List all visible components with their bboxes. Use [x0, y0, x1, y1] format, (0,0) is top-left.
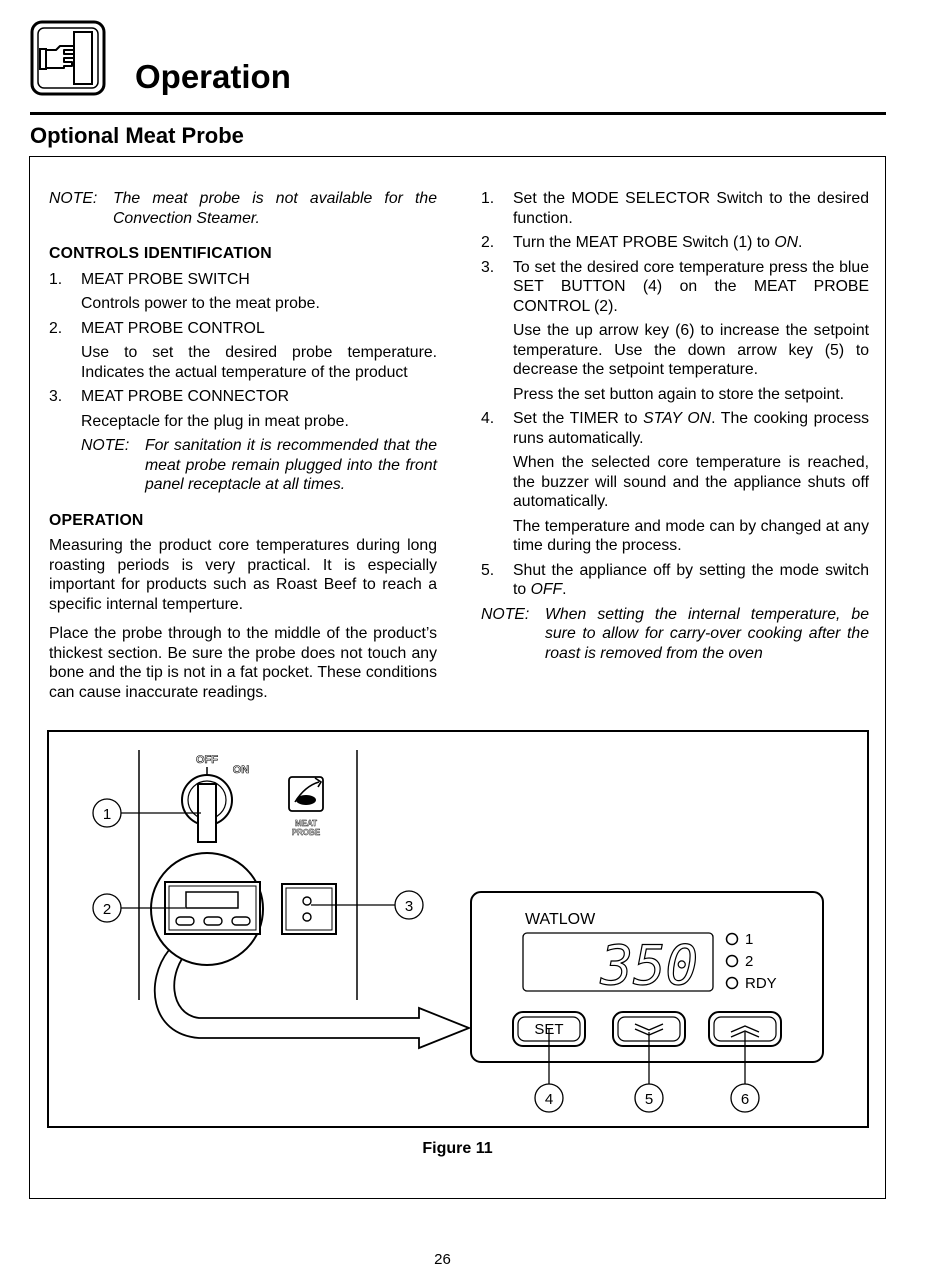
note-carryover: NOTE: When setting the internal temperat…	[481, 605, 869, 664]
step-detail: The temperature and mode can by changed …	[513, 517, 869, 555]
svg-text:OFF: OFF	[196, 754, 218, 766]
up-arrow-icon	[730, 1025, 760, 1038]
step-item: 3. To set the desired core temperature p…	[481, 258, 869, 315]
note-text: For sanitation it is recommended that th…	[145, 437, 437, 493]
callout-5: 5	[634, 1032, 664, 1113]
control-panel-diagram: OFF ON MEAT PROBE 1	[92, 750, 824, 1113]
svg-text:1: 1	[745, 931, 753, 948]
list-item-desc: Receptacle for the plug in meat probe.	[81, 412, 349, 430]
list-item-desc: Controls power to the meat probe.	[81, 295, 320, 312]
content-frame	[29, 156, 886, 1199]
callout-6: 6	[730, 1032, 760, 1113]
svg-text:5: 5	[645, 1091, 653, 1108]
paragraph: Place the probe through to the middle of…	[49, 625, 437, 701]
step-detail: Press the set button again to store the …	[513, 385, 845, 403]
note-text: The meat probe is not available for the …	[113, 190, 437, 227]
meat-probe-connector	[281, 883, 337, 935]
svg-text:ON: ON	[233, 764, 250, 776]
controls-heading: CONTROLS IDENTIFICATION	[49, 245, 272, 262]
svg-text:4: 4	[545, 1091, 553, 1108]
svg-text:RDY: RDY	[745, 975, 777, 992]
step-item: 4. Set the TIMER to STAY ON. The cooking…	[481, 410, 869, 447]
step-item: 1. Set the MODE SELECTOR Switch to the d…	[481, 190, 869, 227]
header-rule	[30, 112, 886, 115]
pointing-hand-icon	[30, 20, 106, 96]
left-column: NOTE: The meat probe is not available fo…	[49, 189, 437, 707]
paragraph: Measuring the product core temperatures …	[49, 537, 437, 613]
svg-text:2: 2	[745, 953, 753, 970]
step-item: 2. Turn the MEAT PROBE Switch (1) to ON.	[481, 234, 803, 251]
note-steamer: NOTE: The meat probe is not available fo…	[49, 189, 437, 228]
figure-caption: Figure 11	[422, 1140, 493, 1157]
callout-3: 3	[311, 890, 424, 920]
list-item: 1. MEAT PROBE SWITCH	[49, 270, 250, 288]
callout-2: 2	[92, 893, 185, 923]
svg-text:PROBE: PROBE	[292, 828, 321, 837]
list-item: 2. MEAT PROBE CONTROL	[49, 319, 265, 337]
right-column: 1. Set the MODE SELECTOR Switch to the d…	[481, 189, 869, 668]
note-sanitation: NOTE: For sanitation it is recommended t…	[49, 436, 437, 495]
svg-text:6: 6	[741, 1091, 749, 1108]
list-item-desc: Use to set the desired probe temperature…	[81, 344, 437, 381]
list-item: 3. MEAT PROBE CONNECTOR	[49, 388, 290, 405]
page-number: 26	[434, 1251, 451, 1268]
step-item: 5. Shut the appliance off by setting the…	[481, 561, 869, 599]
callout-1: 1	[92, 798, 201, 828]
meat-probe-icon: MEAT PROBE	[288, 776, 324, 837]
section-title: Optional Meat Probe	[30, 123, 244, 148]
note-label: NOTE:	[81, 437, 130, 454]
note-label: NOTE:	[481, 605, 530, 623]
svg-text:MEAT: MEAT	[295, 819, 317, 828]
note-label: NOTE:	[49, 190, 98, 207]
watlow-controller: WATLOW 350 1 2 RDY SET	[470, 891, 824, 1063]
step-detail: When the selected core temperature is re…	[513, 454, 869, 510]
svg-text:WATLOW: WATLOW	[525, 911, 596, 928]
step-detail: Use the up arrow key (6) to increase the…	[513, 322, 869, 378]
operation-heading: OPERATION	[49, 511, 144, 529]
temperature-display: 350	[599, 934, 698, 997]
meat-probe-switch: OFF ON	[181, 754, 250, 843]
callout-4: 4	[534, 1028, 564, 1113]
figure-11: OFF ON MEAT PROBE 1	[47, 730, 869, 1128]
svg-text:2: 2	[103, 901, 111, 918]
svg-text:1: 1	[103, 806, 111, 823]
meat-probe-control	[150, 852, 472, 1050]
page-title: Operation	[135, 58, 291, 95]
note-text: When setting the internal temperature, b…	[545, 605, 869, 662]
svg-text:3: 3	[405, 898, 413, 915]
